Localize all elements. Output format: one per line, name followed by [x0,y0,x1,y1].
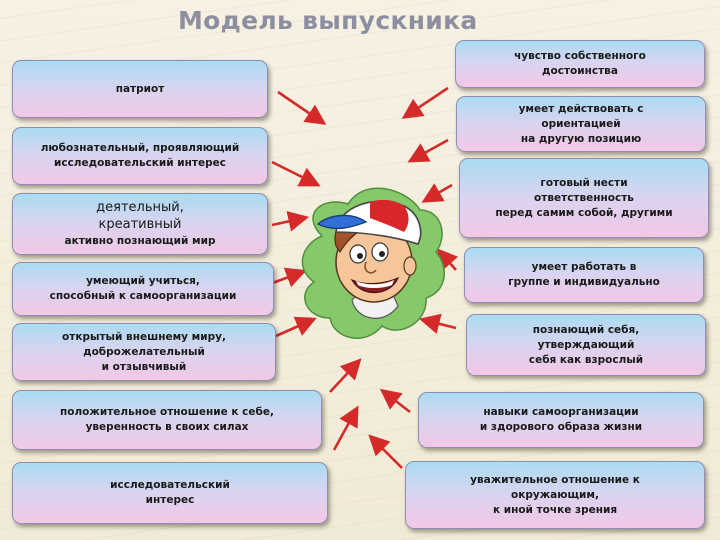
left-pupil [357,253,363,259]
box-label: исследовательский интерес [110,479,230,506]
box-label: уважительное отношение к окружающим, к и… [470,473,640,516]
ear [403,256,417,276]
box-label: чувство собственного достоинства [514,50,646,77]
box-label: навыки самоорганизации и здорового образ… [479,406,643,433]
arrow [332,405,359,451]
cap-red-panel [370,199,409,232]
left-box-curious: любознательный, проявляющий исследовател… [12,127,268,185]
right-box-dignity: чувство собственного достоинства [455,40,705,88]
arrow [277,90,327,125]
arrow [421,183,453,203]
left-box-patriot: патриот [12,60,268,118]
page-title: Модель выпускника [178,6,478,35]
left-box-self-attitude: положительное отношение к себе, уверенно… [12,390,322,450]
left-box-active: деятельный, креативный активно познающий… [12,193,268,255]
box-label: познающий себя, утверждающий себя как вз… [528,323,644,366]
box-label: готовый нести ответственность перед сами… [495,176,673,219]
nose [364,261,377,274]
arrow [329,358,362,393]
cartoon-boy-icon [301,187,445,339]
cap-visor [316,214,368,230]
left-box-learning: умеющий учиться, способный к самоорганиз… [12,262,274,316]
box-label: положительное отношение к себе, уверенно… [60,406,274,433]
teeth [356,280,394,288]
arrow [275,316,317,338]
box-label: умеет работать в группе и индивидуально [508,261,660,288]
arrow [271,160,321,187]
arrow [271,211,310,232]
box-label: деятельный, креативный [96,199,184,232]
arrow [379,388,411,414]
arrow [418,313,457,334]
arrow [368,434,403,469]
arrow [436,248,459,271]
box-label: открытый внешнему миру, доброжелательный… [62,330,226,373]
right-pupil [379,251,385,257]
right-box-self-knowing: познающий себя, утверждающий себя как вз… [466,314,706,376]
left-box-research: исследовательский интерес [12,462,328,524]
box-sublabel: активно познающий мир [64,234,216,247]
box-label: умеет действовать с ориентацией на другу… [518,102,644,145]
right-box-teamwork: умеет работать в группе и индивидуально [464,247,704,303]
right-box-responsibility: готовый нести ответственность перед сами… [459,158,709,238]
right-box-respect: уважительное отношение к окружающим, к и… [405,461,705,529]
arrow [401,86,449,119]
left-box-open: открытый внешнему миру, доброжелательный… [12,323,276,381]
arrow [269,267,307,288]
box-label: любознательный, проявляющий исследовател… [40,142,240,169]
right-box-other-position: умеет действовать с ориентацией на другу… [456,96,706,152]
box-label: умеющий учиться, способный к самоорганиз… [49,275,237,302]
right-box-healthy-lifestyle: навыки самоорганизации и здорового образ… [418,392,704,448]
arrow [407,138,449,163]
box-label: патриот [115,82,165,95]
